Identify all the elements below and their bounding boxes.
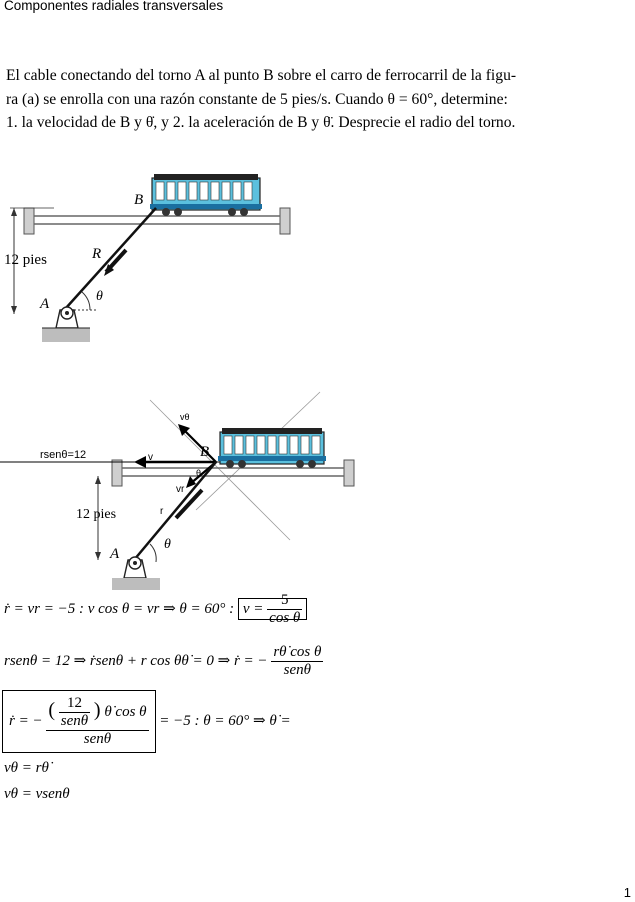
equation-1-boxed-result: v = 5 cos θ xyxy=(237,592,308,626)
rail-left-post xyxy=(23,207,35,235)
figure-b-diagram: rsenθ=12 vθ v vr B θ r 12 pies A θ xyxy=(0,391,355,590)
guide-line-1 xyxy=(149,399,291,541)
equation-1-box-lhs: v = xyxy=(242,600,268,617)
train-car xyxy=(150,174,262,216)
equation-3-fraction: ( 12 senθ ) θ̇ cos θ senθ xyxy=(46,695,149,748)
equation-3-inner-fraction: 12 senθ xyxy=(58,695,91,730)
train-car xyxy=(218,428,326,468)
label-B: B xyxy=(200,444,209,460)
equation-1-numerator: 5 xyxy=(280,592,289,608)
problem-line-2: ra (a) se enrolla con una razón constant… xyxy=(6,90,508,108)
winch-support xyxy=(42,306,90,342)
angle-arc xyxy=(149,543,157,563)
equation-3-numerator: ( 12 senθ ) θ̇ cos θ xyxy=(48,695,147,730)
problem-line-1: El cable conectando del torno A al punto… xyxy=(6,67,517,84)
equation-3-denominator: senθ xyxy=(46,730,149,748)
label-A: A xyxy=(39,296,50,312)
v-theta-arrow xyxy=(181,427,217,463)
problem-line-3: 1. la velocidad de B y θ̇, y 2. la acele… xyxy=(6,114,516,131)
rail-right-post xyxy=(279,207,291,235)
label-R: R xyxy=(91,246,101,262)
equation-1-fraction: 5 cos θ xyxy=(267,592,303,627)
equation-2-fraction: rθ̇ cos θ senθ xyxy=(271,644,324,679)
equation-3-numerator-tail: θ̇ cos θ xyxy=(104,703,147,720)
label-r: r xyxy=(160,506,164,517)
v-theta-label: vθ xyxy=(180,412,190,422)
equation-3-prefix: ṙ = − xyxy=(9,712,43,729)
cable-direction-arrow xyxy=(174,488,204,520)
label-theta: θ xyxy=(164,537,171,552)
equation-2-text: rsenθ = 12 ⇒ ṙsenθ + r cos θθ̇ = 0 ⇒ ṙ =… xyxy=(4,652,268,669)
equation-3: ṙ = − ( 12 senθ ) θ̇ cos θ senθ = −5 : θ… xyxy=(2,690,291,753)
cable-line xyxy=(133,461,217,561)
figure-a-diagram: 12 pies B R A θ xyxy=(4,174,291,342)
equation-1: ṙ = vr = −5 : v cos θ = vr ⇒ θ = 60° : v… xyxy=(4,592,308,627)
equation-2-numerator: rθ̇ cos θ xyxy=(273,644,322,660)
equation-2-denominator: senθ xyxy=(271,661,324,679)
label-A: A xyxy=(109,546,120,562)
label-theta: θ xyxy=(96,289,103,304)
equation-3-inner-numerator: 12 xyxy=(66,695,82,711)
height-label: 12 pies xyxy=(76,507,116,522)
label-B: B xyxy=(134,192,143,208)
cable-line xyxy=(65,207,157,309)
page-number: 1 xyxy=(623,885,631,900)
label-theta-top: θ xyxy=(196,468,201,478)
rsen-label: rsenθ=12 xyxy=(40,449,86,461)
angle-arc xyxy=(81,291,91,311)
equation-3-suffix: = −5 : θ = 60° ⇒ θ̇ = xyxy=(159,712,291,729)
equation-3-inner-denominator: senθ xyxy=(58,712,91,729)
winch-support xyxy=(112,556,160,590)
height-label: 12 pies xyxy=(4,252,47,268)
page-title: Componentes radiales transversales xyxy=(4,0,224,13)
equation-3-boxed-block: ṙ = − ( 12 senθ ) θ̇ cos θ senθ xyxy=(2,690,156,753)
equation-4: vθ = rθ̇ xyxy=(4,760,49,776)
vr-label: vr xyxy=(176,484,185,495)
equation-1-denominator: cos θ xyxy=(267,609,303,626)
problem-statement: El cable conectando del torno A al punto… xyxy=(6,64,566,135)
equation-2: rsenθ = 12 ⇒ ṙsenθ + r cos θθ̇ = 0 ⇒ ṙ =… xyxy=(4,644,324,679)
equation-1-text: ṙ = vr = −5 : v cos θ = vr ⇒ θ = 60° : xyxy=(4,600,238,617)
equation-5: vθ = vsenθ xyxy=(4,786,70,802)
v-label: v xyxy=(148,452,153,463)
